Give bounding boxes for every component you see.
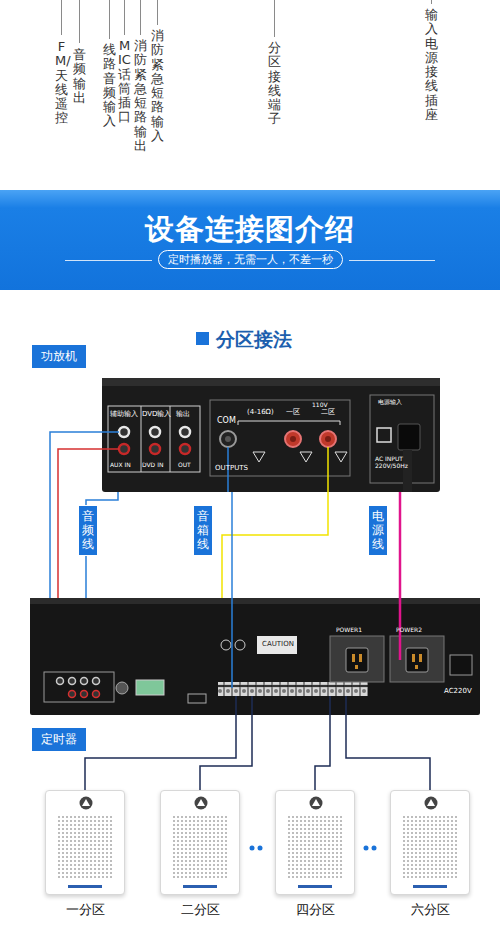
logo-mark [197, 799, 205, 806]
logo-ring [195, 797, 208, 810]
speaker-bar [68, 885, 102, 888]
speaker-bar [183, 885, 217, 888]
panel-label: POWER1 [336, 627, 362, 634]
callout-text: 消防紧急短路输出 [134, 39, 147, 153]
speaker-grille [287, 815, 343, 878]
speaker-box: 一分区 [45, 790, 125, 895]
panel-label: 110V [312, 402, 328, 409]
callout-text: 线路音频输入 [103, 43, 116, 129]
callout-text: 输入电源接线插座 [425, 8, 438, 122]
speaker-grille [57, 815, 113, 878]
logo-mark [312, 799, 320, 806]
panel-label: 辅助输入 [110, 411, 138, 419]
speaker-logo [194, 796, 208, 810]
rule-line [349, 260, 435, 261]
device-panel: 功放机 [102, 378, 440, 492]
speaker-logo [79, 796, 93, 810]
panel-label: DVD IN [142, 462, 163, 469]
slogan-text: 定时播放器，无需一人，不差一秒 [168, 252, 333, 267]
cable-label: 音箱线 [193, 505, 213, 556]
zone-label: 二分区 [161, 901, 239, 919]
speaker-logo [309, 796, 323, 810]
banner-title: 设备连接图介绍 [0, 210, 500, 250]
zone-label: 一分区 [46, 901, 124, 919]
logo-mark [82, 799, 90, 806]
speaker-box: 六分区 [390, 790, 470, 895]
panel-label: 二区 [321, 409, 335, 417]
panel-label: DVD输入 [142, 411, 171, 419]
cable [399, 492, 402, 598]
panel-label: 输出 [176, 411, 190, 419]
zone-label: 六分区 [391, 901, 469, 919]
panel-label: AC220V [444, 688, 472, 696]
logo-mark [427, 799, 435, 806]
callout-text: 消防紧急短路输入 [151, 29, 164, 143]
panel-label: OUTPUTS [215, 465, 248, 473]
speaker-logo [424, 796, 438, 810]
logo-ring [425, 797, 438, 810]
cable [85, 715, 236, 790]
callout-text: FM/天线遥控 [55, 40, 68, 126]
callout-text: MIC话筒插口 [118, 39, 131, 125]
section-title: 分区接法 [216, 327, 292, 353]
zone-label: 四分区 [276, 901, 354, 919]
panel-label: 一区 [286, 409, 300, 417]
panel-label: 电源输入 [378, 399, 402, 406]
panel-label: (4-16Ω) [247, 409, 274, 417]
speaker-bar [413, 885, 447, 888]
device-tag: 定时器 [32, 728, 86, 751]
cable-label: 音频线 [78, 505, 98, 556]
logo-ring [310, 797, 323, 810]
slogan-pill: 定时播放器，无需一人，不差一秒 [158, 250, 343, 269]
cable [231, 492, 233, 598]
speaker-box: 四分区 [275, 790, 355, 895]
panel-label: POWER2 [396, 627, 422, 634]
rule-line [65, 260, 152, 261]
device-panel: 定时器 [30, 598, 480, 715]
cable [346, 715, 430, 790]
panel-label: CAUTION [262, 641, 294, 649]
speaker-grille [172, 815, 228, 878]
panel-label: AC INPUT 220V/50Hz [375, 456, 431, 469]
cable [200, 715, 252, 790]
callout-text: 音频输出 [73, 48, 86, 105]
cable-label: 电源线 [368, 505, 388, 556]
device-tag: 功放机 [32, 345, 86, 368]
speaker-box: 二分区 [160, 790, 240, 895]
speaker-grille [402, 815, 458, 878]
panel-label: OUT [178, 462, 191, 469]
speaker-bar [298, 885, 332, 888]
panel-label: AUX IN [110, 462, 131, 469]
callout-text: 分区接线端子 [268, 41, 281, 127]
logo-ring [80, 797, 93, 810]
header-band: 设备连接图介绍定时播放器，无需一人，不差一秒 [0, 190, 500, 290]
panel-label: COM [217, 417, 236, 426]
cable [315, 715, 330, 790]
